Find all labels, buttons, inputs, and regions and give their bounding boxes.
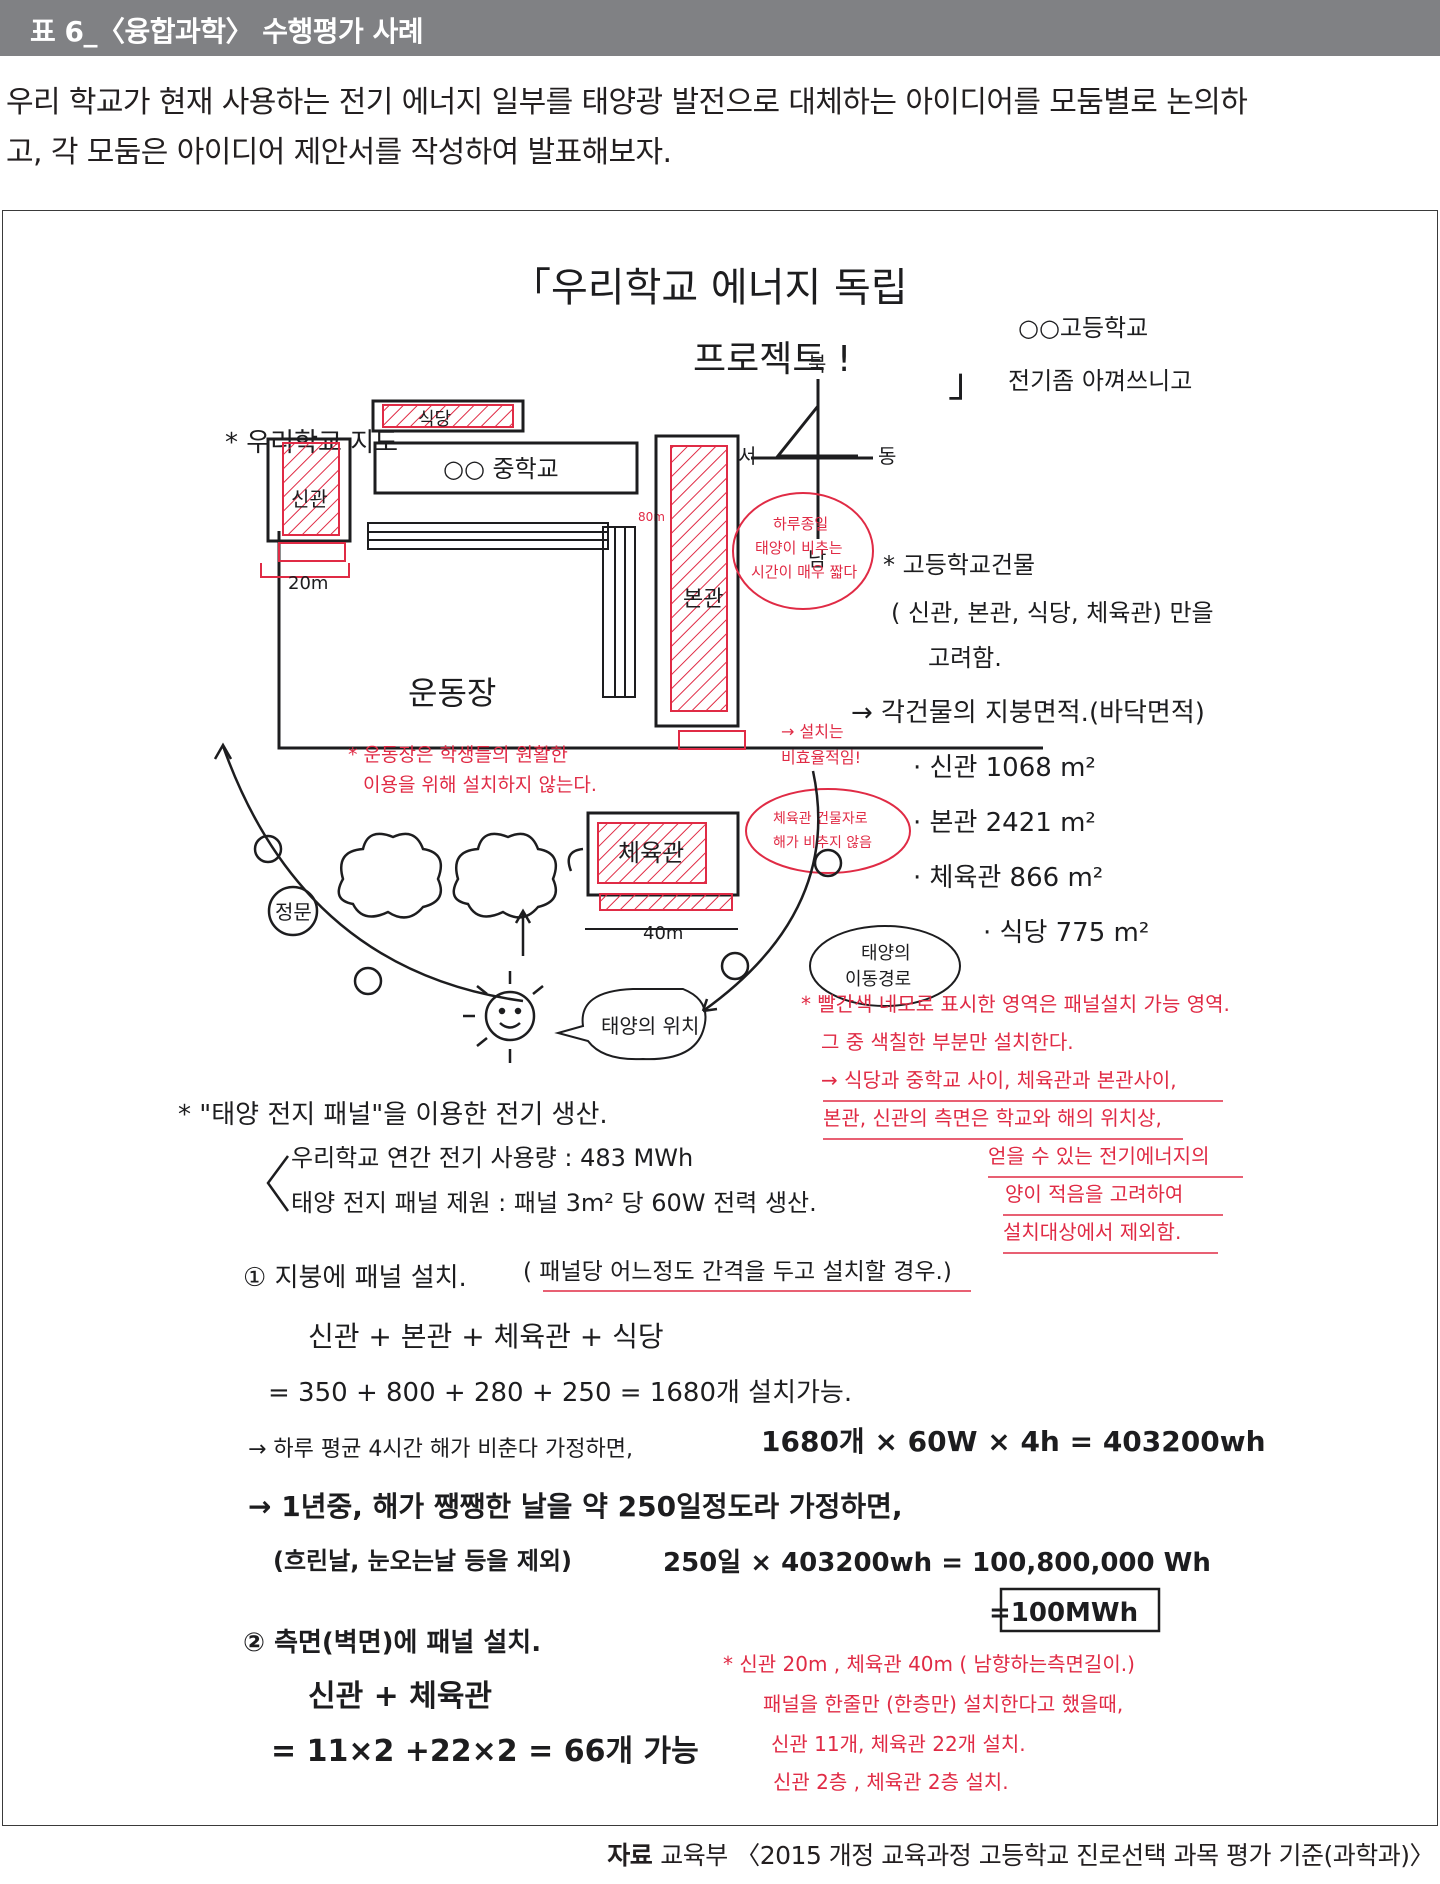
year-calculation: 250일 × 403200wh = 100,800,000 Wh (663, 1548, 1211, 1578)
day-assumption: → 하루 평균 4시간 해가 비춘다 가정하면, (248, 1437, 633, 1462)
area-new-hall: · 신관 1068 m² (913, 753, 1096, 783)
sun-path-label-1: 태양의 (861, 943, 911, 964)
red-note-2: 그 중 색칠한 부분만 설치한다. (821, 1030, 1074, 1054)
new-hall-label: 신관 (291, 487, 328, 511)
year-assumption: → 1년중, 해가 쨍쨍한 날을 약 250일정도라 가정하면, (248, 1490, 903, 1523)
wall-note-1: * 신관 20m , 체육관 40m ( 남향하는측면길이.) (723, 1652, 1135, 1676)
gym-label: 체육관 (618, 839, 684, 867)
tree-icon (337, 832, 584, 919)
wall-note-3: 신관 11개, 체육관 22개 설치. (771, 1732, 1026, 1756)
wall-equation: = 11×2 +22×2 = 66개 가능 (271, 1734, 699, 1769)
sun-path-label-2: 이동경로 (845, 969, 911, 990)
wall-note-4: 신관 2층 , 체육관 2층 설치. (773, 1770, 1009, 1794)
year-exclusion: (흐린날, 눈오는날 등을 제외) (273, 1547, 572, 1575)
compass-west: 서 (738, 444, 756, 468)
annual-usage: 우리학교 연간 전기 사용량 : 483 MWh (291, 1144, 693, 1172)
main-hall-label: 본관 (683, 587, 723, 612)
proposal-drawing: 「우리학교 에너지 독립 프로젝트 ! 」 ○○고등학교 전기좀 아껴쓰니고 *… (178, 265, 1266, 1794)
dim-40m: 40m (643, 923, 683, 944)
red-note-1: * 빨간색 네모로 표시한 영역은 패널설치 가능 영역. (801, 992, 1230, 1016)
note-bubble-c-line2: 해가 비추지 않음 (773, 835, 872, 851)
gate-label: 정문 (275, 900, 312, 924)
cafeteria-building (371, 399, 525, 433)
proposal-title-end: 」 (948, 360, 988, 406)
note-bubble-a-line1: 하루종일 (773, 515, 828, 533)
source-text: 교육부 〈2015 개정 교육과정 고등학교 진로선택 과목 평가 기준(과학과… (660, 1841, 1434, 1870)
proposal-title-line1: 「우리학교 에너지 독립 (511, 265, 908, 311)
note-bubble-a-line3: 시간이 매우 짧다 (751, 563, 857, 581)
intro-text: 우리 학교가 현재 사용하는 전기 에너지 일부를 태양광 발전으로 대체하는 … (6, 78, 1436, 178)
wall-note-2: 패널을 한줄만 (한층만) 설치한다고 했을때, (763, 1692, 1123, 1716)
red-note-6: 양이 적음을 고려하여 (1005, 1182, 1183, 1206)
intro-line-2: 고, 각 모둠은 아이디어 제안서를 작성하여 발표해보자. (6, 135, 672, 170)
note-bubble-c (745, 788, 911, 874)
compass-icon (751, 379, 873, 539)
middle-school-building (373, 441, 639, 495)
gate-marker (267, 885, 319, 937)
panel-spec: 태양 전지 패널 제원 : 패널 3m² 당 60W 전력 생산. (291, 1189, 817, 1217)
hs-note-3: 고려함. (928, 644, 1002, 672)
roof-condition: ( 패널당 어느정도 간격을 두고 설치할 경우.) (523, 1259, 952, 1285)
corridor (367, 522, 636, 698)
team-school: ○○고등학교 (1018, 314, 1148, 342)
red-note-7: 설치대상에서 제외함. (1003, 1220, 1181, 1244)
roof-title: ① 지붕에 패널 설치. (243, 1263, 467, 1293)
result-box (999, 1587, 1161, 1633)
playground-note-1: * 운동장은 학생들의 원활한 (348, 744, 568, 766)
intro-line-1: 우리 학교가 현재 사용하는 전기 에너지 일부를 태양광 발전으로 대체하는 … (6, 85, 1248, 120)
playground-note-2: 이용을 위해 설치하지 않는다. (363, 774, 597, 796)
wall-title: ② 측면(벽면)에 패널 설치. (243, 1628, 541, 1658)
main-hall-building (654, 434, 746, 750)
proposal-sheet: 「우리학교 에너지 독립 프로젝트 ! 」 ○○고등학교 전기좀 아껴쓰니고 *… (2, 210, 1438, 1826)
cafeteria-label: 식당 (418, 409, 451, 430)
red-note-4: 본관, 신관의 측면은 학교와 해의 위치상, (823, 1106, 1162, 1130)
header-title: 표 6_〈융합과학〉 수행평가 사례 (30, 15, 424, 48)
area-main-hall: · 본관 2421 m² (913, 808, 1096, 838)
sun-icon (463, 908, 544, 1063)
solar-title: * "태양 전지 패널"을 이용한 전기 생산. (178, 1100, 608, 1130)
area-cafeteria: · 식당 775 m² (983, 918, 1149, 948)
header-bar: 표 6_〈융합과학〉 수행평가 사례 (0, 0, 1440, 56)
roof-sum: 신관 + 본관 + 체육관 + 식당 (308, 1320, 664, 1353)
note-bubble-c-line1: 체육관 건물자로 (773, 811, 868, 827)
new-hall-building (266, 437, 352, 562)
note-bubble-a-line2: 태양이 비추는 (755, 539, 843, 557)
campus-boundary (277, 531, 1043, 750)
source-label: 자료 (607, 1841, 653, 1870)
dim-20m: 20m (288, 573, 328, 594)
day-calculation: 1680개 × 60W × 4h = 403200wh (761, 1425, 1266, 1458)
compass-south: 남 (808, 547, 826, 571)
note-b-line1: → 설치는 (781, 722, 844, 741)
red-note-5: 얻을 수 있는 전기에너지의 (988, 1144, 1209, 1168)
area-title: → 각건물의 지붕면적.(바닥면적) (851, 698, 1205, 728)
wall-sum: 신관 + 체육관 (308, 1679, 492, 1714)
hs-note-1: * 고등학교건물 (883, 551, 1035, 579)
year-result: =100MWh (989, 1598, 1138, 1628)
gym-building (586, 811, 740, 911)
proposal-title-line2: 프로젝트 ! (693, 339, 851, 380)
roof-equation: = 350 + 800 + 280 + 250 = 1680개 설치가능. (268, 1378, 852, 1408)
note-bubble-a (732, 492, 874, 610)
hs-note-2: ( 신관, 본관, 식당, 체육관) 만을 (891, 599, 1214, 627)
red-note-3: → 식당과 중학교 사이, 체육관과 본관사이, (821, 1068, 1177, 1092)
team-name: 전기좀 아껴쓰니고 (1008, 367, 1192, 395)
dim-80m: 80m (638, 510, 665, 524)
area-gym: · 체육관 866 m² (913, 863, 1103, 893)
sun-label: 태양의 위치 (601, 1014, 699, 1038)
playground-label: 운동장 (408, 674, 496, 712)
middle-school-label: ○○ 중학교 (443, 455, 559, 483)
note-b-line2: 비효율적임! (781, 748, 861, 767)
compass-east: 동 (878, 444, 896, 468)
compass-north: 북 (808, 352, 826, 376)
